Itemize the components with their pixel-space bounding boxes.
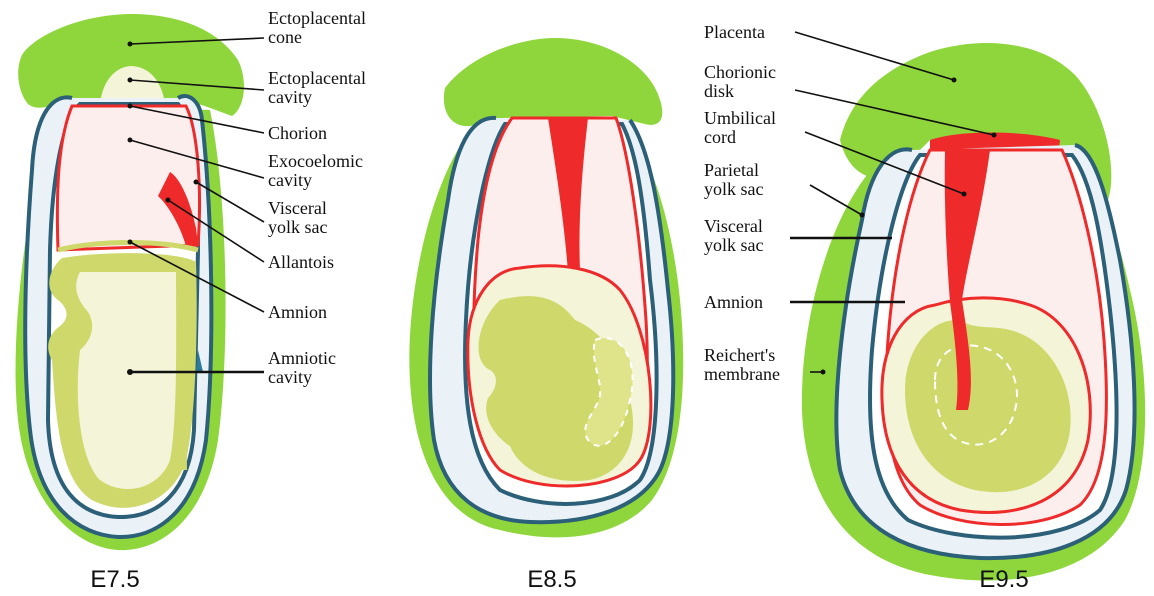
label-placenta: Placenta [704, 22, 765, 42]
e75-amniotic-cavity [76, 272, 176, 489]
label-chorion: Chorion [268, 123, 327, 143]
e85-placenta-cone [444, 38, 662, 126]
e75-exocoelomic-cavity [57, 106, 199, 250]
stage-label-e8-5: E8.5 [527, 566, 576, 593]
label-allantois: Allantois [268, 252, 334, 272]
e75-mesoderm-edge [182, 268, 184, 470]
embryo-e7-5 [16, 14, 244, 550]
stage-label-e9-5: E9.5 [979, 566, 1028, 593]
label-amnion: Amnion [268, 302, 327, 322]
label-amnion: Amnion [704, 292, 763, 312]
embryo-e8-5 [409, 38, 683, 537]
embryo-e9-5 [802, 43, 1145, 580]
stage-label-e7-5: E7.5 [90, 566, 139, 593]
